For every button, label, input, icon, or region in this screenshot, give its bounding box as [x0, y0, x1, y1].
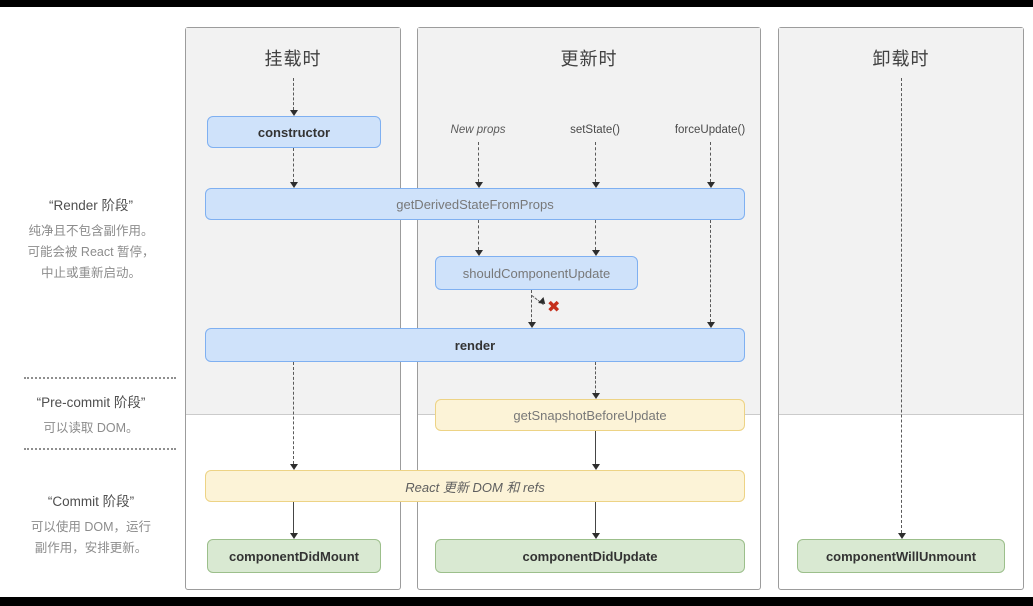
- phase-render-desc-line: 可能会被 React 暂停，: [27, 245, 155, 259]
- phase-render-desc-line: 纯净且不包含副作用。: [28, 224, 154, 238]
- react-updates-dom-refs-box: React 更新 DOM 和 refs: [205, 470, 745, 502]
- arrow-render-to-reactupdates-mount: [290, 362, 298, 470]
- lifecycle-box-should-component-update[interactable]: shouldComponentUpdate: [435, 256, 638, 290]
- arrow-scu-to-render: [528, 290, 536, 328]
- phase-pre-commit-desc-line: 可以读取 DOM。: [43, 421, 139, 435]
- phase-commit-desc-line: 可以使用 DOM，运行: [30, 520, 152, 534]
- phase-separator: [24, 377, 176, 379]
- phase-label-render: “Render 阶段” 纯净且不包含副作用。 可能会被 React 暂停， 中止…: [0, 194, 182, 284]
- phase-separator: [24, 448, 176, 450]
- arrow-setstate-to-gdsfp: [592, 142, 600, 188]
- phase-label-commit: “Commit 阶段” 可以使用 DOM，运行 副作用，安排更新。: [0, 490, 182, 559]
- arrow-forceupdate-to-render: [707, 220, 715, 328]
- lifecycle-box-constructor[interactable]: constructor: [207, 116, 381, 148]
- arrow-gdsfp-to-scu-left: [475, 220, 483, 256]
- phase-render-title: “Render 阶段”: [48, 198, 134, 213]
- arrow-unmounting-to-cwu: [898, 78, 906, 539]
- arrow-newprops-to-gdsfp: [475, 142, 483, 188]
- column-unmounting-title: 卸载时: [872, 49, 930, 69]
- lifecycle-box-get-derived-state-from-props[interactable]: getDerivedStateFromProps: [205, 188, 745, 220]
- bottom-black-bar: [0, 597, 1033, 606]
- trigger-new-props: New props: [450, 124, 506, 136]
- phase-render-desc-line: 中止或重新启动。: [40, 266, 141, 280]
- column-mounting-title: 挂载时: [264, 49, 322, 69]
- lifecycle-box-get-snapshot-before-update[interactable]: getSnapshotBeforeUpdate: [435, 399, 745, 431]
- lifecycle-box-component-did-update[interactable]: componentDidUpdate: [435, 539, 745, 573]
- trigger-set-state: setState(): [570, 124, 620, 136]
- phase-commit-title: “Commit 阶段”: [47, 494, 135, 509]
- phase-pre-commit-title: “Pre-commit 阶段”: [36, 395, 146, 410]
- arrow-render-to-gsbu: [592, 362, 600, 399]
- lifecycle-box-component-will-unmount[interactable]: componentWillUnmount: [797, 539, 1005, 573]
- lifecycle-box-component-did-mount[interactable]: componentDidMount: [207, 539, 381, 573]
- arrow-gdsfp-to-scu-right: [592, 220, 600, 256]
- arrow-forceupdate-to-gdsfp: [707, 142, 715, 188]
- arrow-gsbu-to-reactupdates: [592, 431, 600, 470]
- lifecycle-box-render[interactable]: render: [205, 328, 745, 362]
- arrow-reactupdates-to-cdu: [592, 502, 600, 539]
- phase-label-pre-commit: “Pre-commit 阶段” 可以读取 DOM。: [0, 391, 182, 439]
- arrow-mounting-to-constructor: [290, 78, 298, 116]
- arrow-constructor-to-gdsfp: [290, 148, 298, 188]
- top-black-bar: [0, 0, 1033, 7]
- trigger-force-update: forceUpdate(): [674, 124, 746, 136]
- reject-x-icon: ✖: [547, 299, 561, 316]
- column-updating-title: 更新时: [560, 49, 618, 69]
- arrow-reactupdates-to-cdm: [290, 502, 298, 539]
- phase-commit-desc-line: 副作用，安排更新。: [34, 541, 148, 555]
